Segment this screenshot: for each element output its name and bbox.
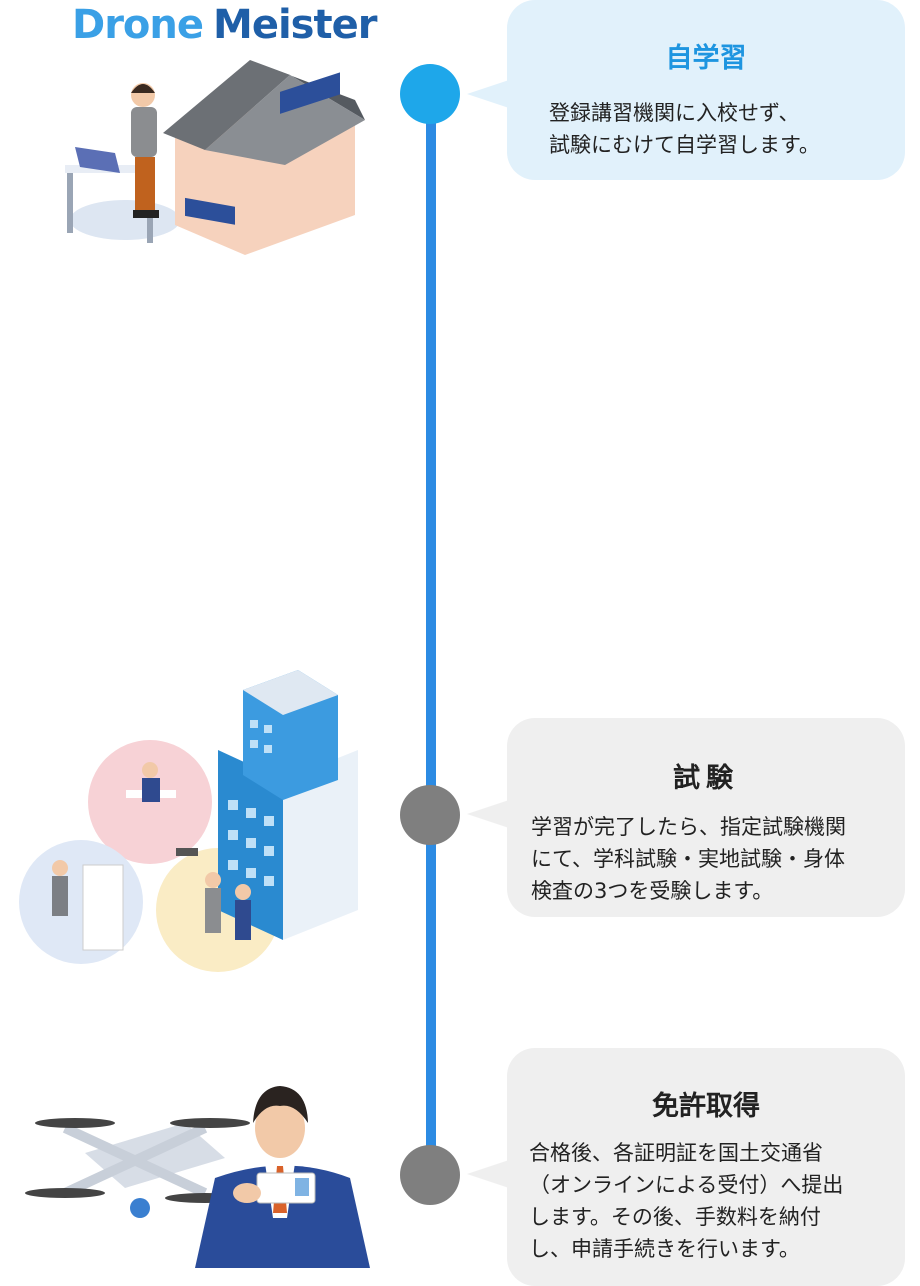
step-title: 自学習 bbox=[665, 43, 747, 74]
license-illustration bbox=[25, 1086, 370, 1268]
logo-part-meister: Meister bbox=[213, 2, 377, 48]
desk-leg bbox=[67, 173, 73, 233]
examiner-head bbox=[235, 884, 251, 900]
exam-illustration bbox=[19, 670, 358, 972]
building-tower-top bbox=[243, 670, 338, 715]
pilot-head bbox=[205, 872, 221, 888]
step-title: 免許取得 bbox=[652, 1091, 760, 1122]
eye-test-person-head bbox=[52, 860, 68, 876]
step-bubble-exam: 試験 学習が完了したら、指定試験機関 にて、学科試験・実地試験・身体 検査の3つ… bbox=[467, 718, 905, 917]
person-hair bbox=[131, 84, 155, 93]
laptop bbox=[75, 147, 120, 173]
drone-propeller bbox=[25, 1188, 105, 1198]
building-side bbox=[283, 750, 358, 940]
self-study-illustration bbox=[65, 60, 365, 255]
man-hand bbox=[233, 1183, 261, 1203]
small-drone bbox=[176, 848, 198, 856]
man-hair bbox=[253, 1086, 308, 1123]
license-photo bbox=[295, 1178, 309, 1196]
timeline-line bbox=[426, 95, 436, 1175]
step-title: 試験 bbox=[673, 763, 739, 794]
timeline-node-exam bbox=[400, 785, 460, 845]
step-bubble-self-study: 自学習 登録講習機関に入校せず、 試験にむけて自学習します。 bbox=[467, 0, 905, 180]
eye-test-circle bbox=[19, 840, 143, 964]
timeline-node-license bbox=[400, 1145, 460, 1205]
drone-arm bbox=[62, 1123, 208, 1198]
drone-propeller bbox=[170, 1118, 250, 1128]
student-body bbox=[142, 778, 160, 802]
pilot-body bbox=[205, 888, 221, 933]
step-description: 学習が完了したら、指定試験機関 にて、学科試験・実地試験・身体 検査の3つを受験… bbox=[531, 815, 846, 903]
student-head bbox=[142, 762, 158, 778]
step-description: 登録講習機関に入校せず、 試験にむけて自学習します。 bbox=[549, 101, 820, 157]
drone-camera bbox=[130, 1198, 150, 1218]
timeline-node-self-study bbox=[400, 64, 460, 124]
floor-shadow bbox=[70, 200, 180, 240]
person-legs bbox=[135, 157, 155, 212]
step-bubble-license: 免許取得 合格後、各証明証を国土交通省 （オンラインによる受付）へ提出 します。… bbox=[467, 1048, 905, 1286]
building-windows bbox=[228, 720, 274, 886]
person-shoes bbox=[133, 210, 159, 218]
examiner-body bbox=[235, 900, 251, 940]
house-window-2 bbox=[280, 72, 340, 114]
eye-test-person-body bbox=[52, 876, 68, 916]
step-description: 合格後、各証明証を国土交通省 （オンラインによる受付）へ提出 します。その後、手… bbox=[529, 1141, 844, 1261]
logo-part-drone: Drone bbox=[72, 2, 204, 48]
eye-chart bbox=[82, 864, 124, 951]
drone-propeller bbox=[35, 1118, 115, 1128]
house-window-1 bbox=[185, 197, 235, 225]
person-body bbox=[131, 107, 157, 157]
house-roof-left bbox=[163, 60, 290, 150]
man-head bbox=[255, 1098, 305, 1158]
